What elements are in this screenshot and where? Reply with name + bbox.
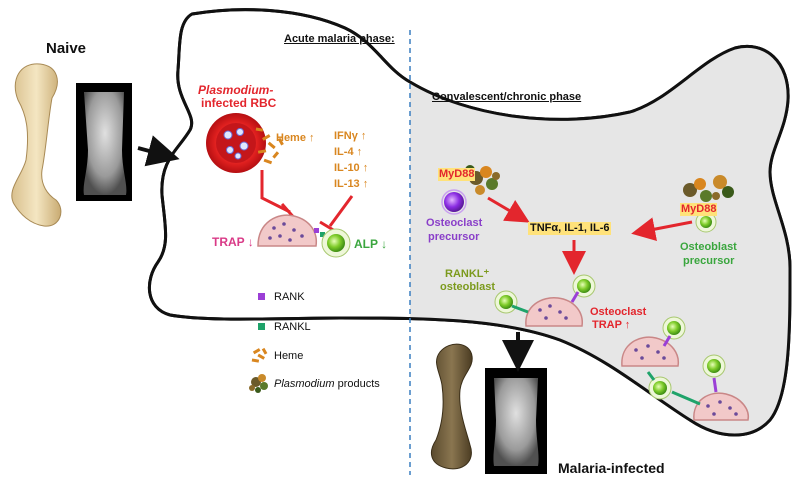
alp-down-label: ALP ↓ — [354, 237, 388, 251]
infected-bone-photo — [430, 343, 473, 470]
naive-label: Naive — [46, 40, 87, 57]
legend-rankl-label: RANKL — [274, 321, 311, 333]
acute-osteoclast-icon — [257, 214, 319, 247]
legend-plasmodium-label: Plasmodium products — [274, 378, 380, 391]
legend-heme-icon — [251, 347, 268, 363]
rbc-label-line1: Plasmodium- — [198, 83, 274, 97]
osteoblast-to-tnf-arrow — [631, 217, 693, 241]
legend-rank-label: RANK — [274, 291, 305, 303]
legend-plasmodium-italic: Plasmodium — [274, 378, 335, 390]
rankl-osteoblast-line2: osteoblast — [440, 281, 496, 293]
rankl-osteoblast-1-icon — [494, 290, 518, 314]
chronic-osteoclast-3-icon — [671, 377, 750, 421]
chronic-osteoclast-2-icon — [621, 335, 680, 367]
rankl-osteoblast-5-icon — [702, 354, 726, 378]
chronic-phase-heading: Convalescent/chronic phase — [432, 91, 582, 103]
legend-plasmodium-products-icon — [249, 374, 268, 393]
infected-xray — [485, 368, 547, 474]
cytokine-inhibition-line — [328, 195, 354, 227]
rankl-osteoblast-line1: RANKL⁺ — [445, 268, 490, 280]
legend-plasmodium-rest: products — [334, 378, 380, 390]
naive-bone-photo — [11, 63, 62, 227]
rankl-osteoblast-2-icon — [572, 274, 596, 298]
rank-square-icon — [258, 293, 265, 300]
myd88-left-label: MyD88 — [438, 168, 476, 181]
chronic-osteoclast-1-icon — [511, 291, 583, 327]
osteoclast-precursor-line2: precursor — [428, 231, 480, 243]
osteoclast-trap-line2: TRAP ↑ — [592, 319, 631, 331]
osteoblast-precursor-line2: precursor — [683, 255, 735, 267]
trap-down-label: TRAP ↓ — [212, 235, 254, 249]
osteoclast-precursor-line1: Osteoclast — [426, 217, 483, 229]
malaria-infected-label: Malaria-infected — [558, 460, 665, 476]
rankl-osteoblast-3-icon — [662, 316, 686, 340]
acute-phase-heading: Acute malaria phase: — [284, 33, 395, 45]
heme-inhibition-line — [260, 170, 291, 214]
bone-outline — [147, 8, 792, 437]
osteoclast-trap-line1: Osteoclast — [590, 306, 647, 318]
rankl-osteoblast-4-icon — [646, 371, 672, 400]
tnf-label: TNFα, IL-1, IL-6 — [528, 222, 612, 235]
plasmodium-products-right-icon — [683, 175, 734, 202]
legend-icons — [249, 293, 268, 393]
cytokine-il4: IL-4 ↑ — [334, 146, 363, 158]
naive-xray — [76, 83, 132, 201]
osteoblast-precursor-line1: Osteoblast — [680, 241, 737, 253]
legend-heme-label: Heme — [274, 350, 304, 362]
myd88-right-label: MyD88 — [680, 203, 718, 216]
osteoblast-precursor-icon — [695, 211, 717, 233]
cytokine-il13: IL-13 ↑ — [334, 178, 369, 190]
osteoclast-to-tnf-arrow — [487, 196, 530, 223]
cytokine-ifng: IFNγ ↑ — [334, 130, 367, 142]
plasmodium-infected-rbc-icon — [206, 113, 266, 173]
acute-osteoblast-icon — [320, 228, 351, 258]
osteoclast-precursor-icon — [441, 189, 467, 215]
naive-to-diagram-arrow — [137, 135, 180, 167]
cytokine-il10: IL-10 ↑ — [334, 162, 369, 174]
heme-crystal-icon — [255, 127, 284, 165]
rbc-label-line2: infected RBC — [201, 96, 277, 110]
rankl-square-icon — [258, 323, 265, 330]
heme-up-label: Heme ↑ — [276, 132, 315, 144]
